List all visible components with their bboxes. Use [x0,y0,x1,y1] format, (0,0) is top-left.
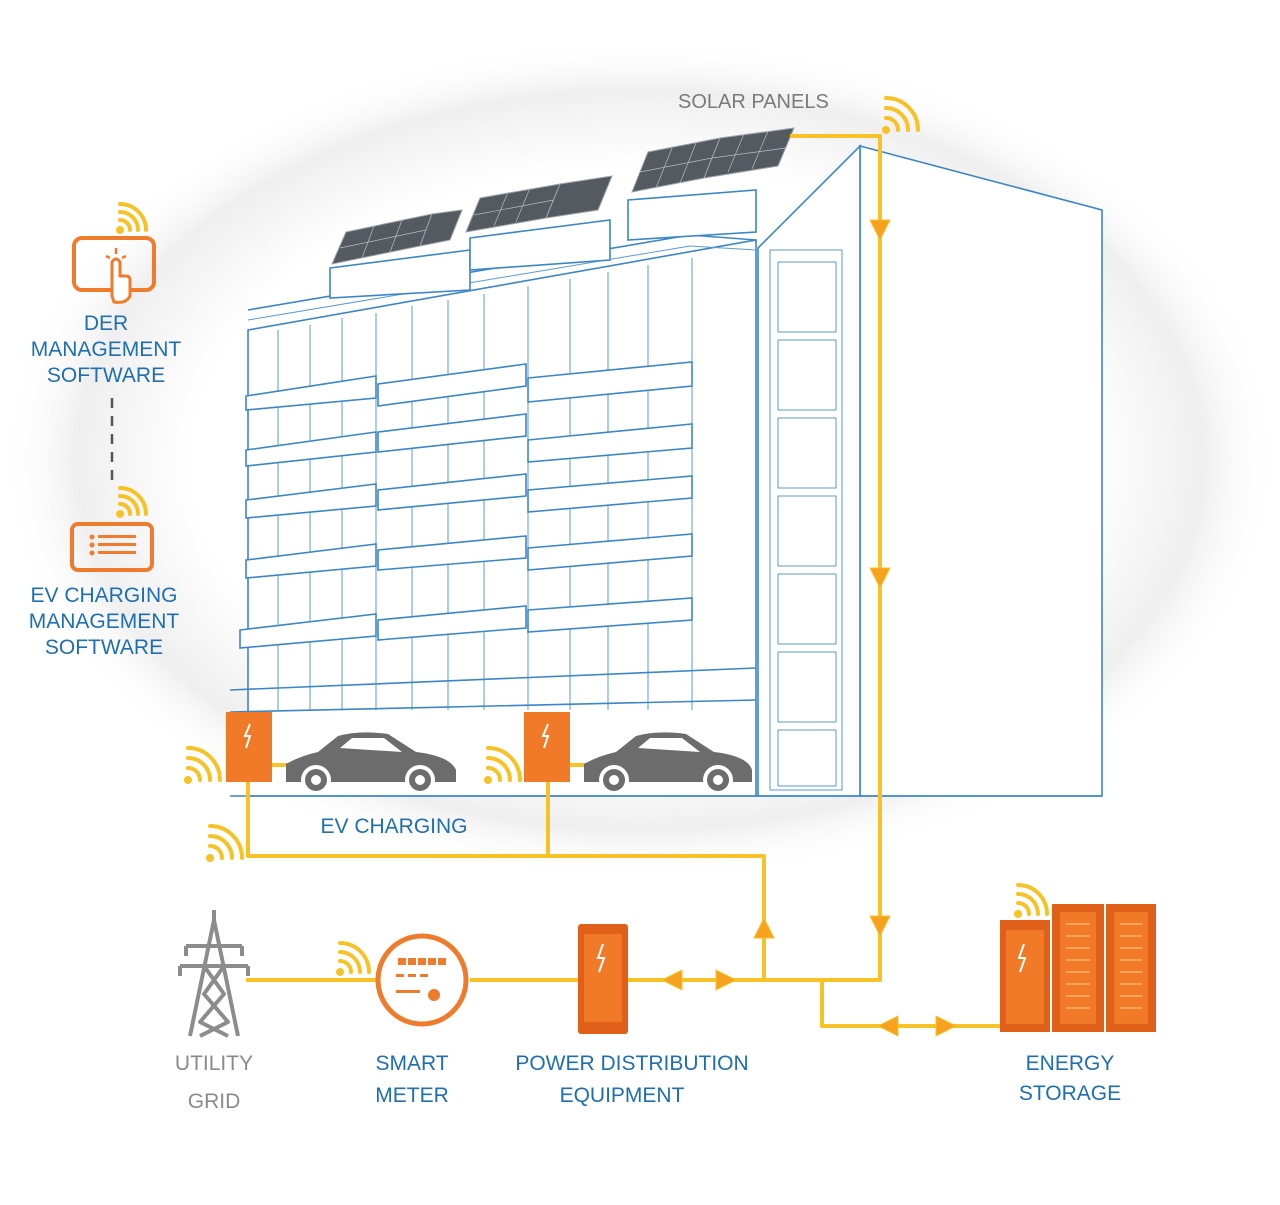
ev-charger-icon [226,712,272,782]
ev-charger-icon [524,712,570,782]
solar-panel-icon [331,127,795,265]
der-label-line2: MANAGEMENT [31,338,182,361]
pde-label-line2: EQUIPMENT [560,1084,685,1107]
smart-meter-icon [375,933,469,1027]
der-label-line3: SOFTWARE [47,364,165,387]
ev-charging-label: EV CHARGING [320,815,467,838]
list-screen-icon [70,522,154,572]
power-distribution-label: POWER DISTRIBUTION EQUIPMENT [515,1052,748,1107]
car-icon [286,732,456,795]
solar-panels-label: SOLAR PANELS [678,91,829,113]
ev-sw-label-line2: MANAGEMENT [29,610,180,633]
apartment-building [229,144,1103,797]
utility-grid-label: UTILITY GRID [175,1052,253,1113]
car-icon [584,732,752,795]
smart-meter-label: SMART METER [375,1052,449,1107]
meter-label-line2: METER [375,1084,449,1107]
utility-label-line1: UTILITY [175,1052,253,1075]
pde-label-line1: POWER DISTRIBUTION [515,1052,748,1075]
ev-software-label: EV CHARGING MANAGEMENT SOFTWARE [29,584,180,659]
energy-storage-label: ENERGY STORAGE [1019,1052,1121,1105]
storage-label-line2: STORAGE [1019,1082,1121,1105]
meter-label-line1: SMART [375,1052,448,1075]
touch-screen-icon [72,236,156,304]
wifi-signal-icon [116,96,1049,976]
der-label-line1: DER [84,312,128,335]
flow-arrows [660,219,958,1037]
battery-rack-icon [1000,904,1156,1032]
utility-label-line2: GRID [188,1090,241,1113]
ev-sw-label-line1: EV CHARGING [30,584,177,607]
der-software-label: DER MANAGEMENT SOFTWARE [31,312,182,387]
distribution-cabinet-icon [578,924,628,1034]
storage-label-line1: ENERGY [1026,1052,1115,1075]
transmission-tower-icon [178,910,250,1038]
ev-sw-label-line3: SOFTWARE [45,636,163,659]
